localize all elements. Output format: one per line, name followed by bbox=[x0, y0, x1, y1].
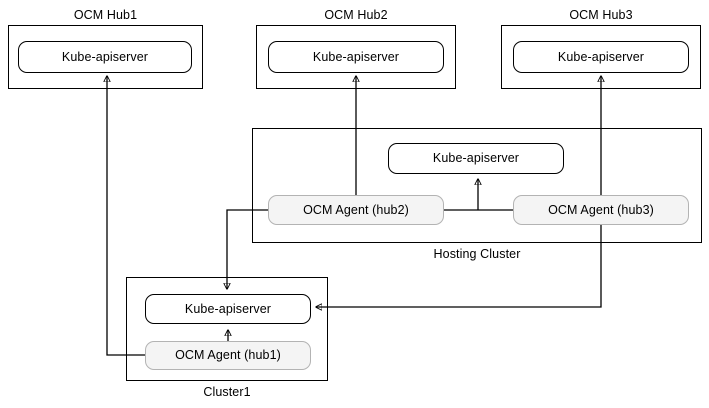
ocm-hub2-apiserver-node[interactable]: Kube-apiserver bbox=[268, 41, 444, 73]
ocm-hub3-apiserver-label: Kube-apiserver bbox=[557, 49, 645, 64]
ocm-hub3-apiserver-node[interactable]: Kube-apiserver bbox=[513, 41, 689, 73]
cluster1-agent-hub1-node[interactable]: OCM Agent (hub1) bbox=[145, 341, 311, 370]
ocm-hub1-apiserver-label: Kube-apiserver bbox=[61, 49, 149, 64]
hosting-cluster-apiserver-node[interactable]: Kube-apiserver bbox=[388, 143, 564, 174]
ocm-hub2-apiserver-label: Kube-apiserver bbox=[312, 49, 400, 64]
hosting-cluster-agent-hub3-node[interactable]: OCM Agent (hub3) bbox=[513, 195, 689, 225]
hosting-cluster-agent-hub2-label: OCM Agent (hub2) bbox=[303, 202, 409, 217]
ocm-hub3-caption: OCM Hub3 bbox=[569, 8, 633, 22]
cluster1-agent-hub1-label: OCM Agent (hub1) bbox=[175, 348, 281, 363]
ocm-hub1-apiserver-node[interactable]: Kube-apiserver bbox=[18, 41, 192, 73]
cluster1-apiserver-label: Kube-apiserver bbox=[184, 301, 272, 316]
ocm-hub1-caption: OCM Hub1 bbox=[73, 8, 138, 22]
cluster1-caption: Cluster1 bbox=[203, 385, 251, 399]
hosting-cluster-agent-hub3-label: OCM Agent (hub3) bbox=[548, 202, 654, 217]
ocm-hub2-caption: OCM Hub2 bbox=[324, 8, 388, 22]
hosting-cluster-caption: Hosting Cluster bbox=[433, 247, 521, 261]
hosting-cluster-agent-hub2-node[interactable]: OCM Agent (hub2) bbox=[268, 195, 444, 225]
hosting-cluster-apiserver-label: Kube-apiserver bbox=[432, 151, 520, 166]
cluster1-apiserver-node[interactable]: Kube-apiserver bbox=[145, 294, 311, 324]
ocm-hub1-container bbox=[8, 25, 203, 89]
